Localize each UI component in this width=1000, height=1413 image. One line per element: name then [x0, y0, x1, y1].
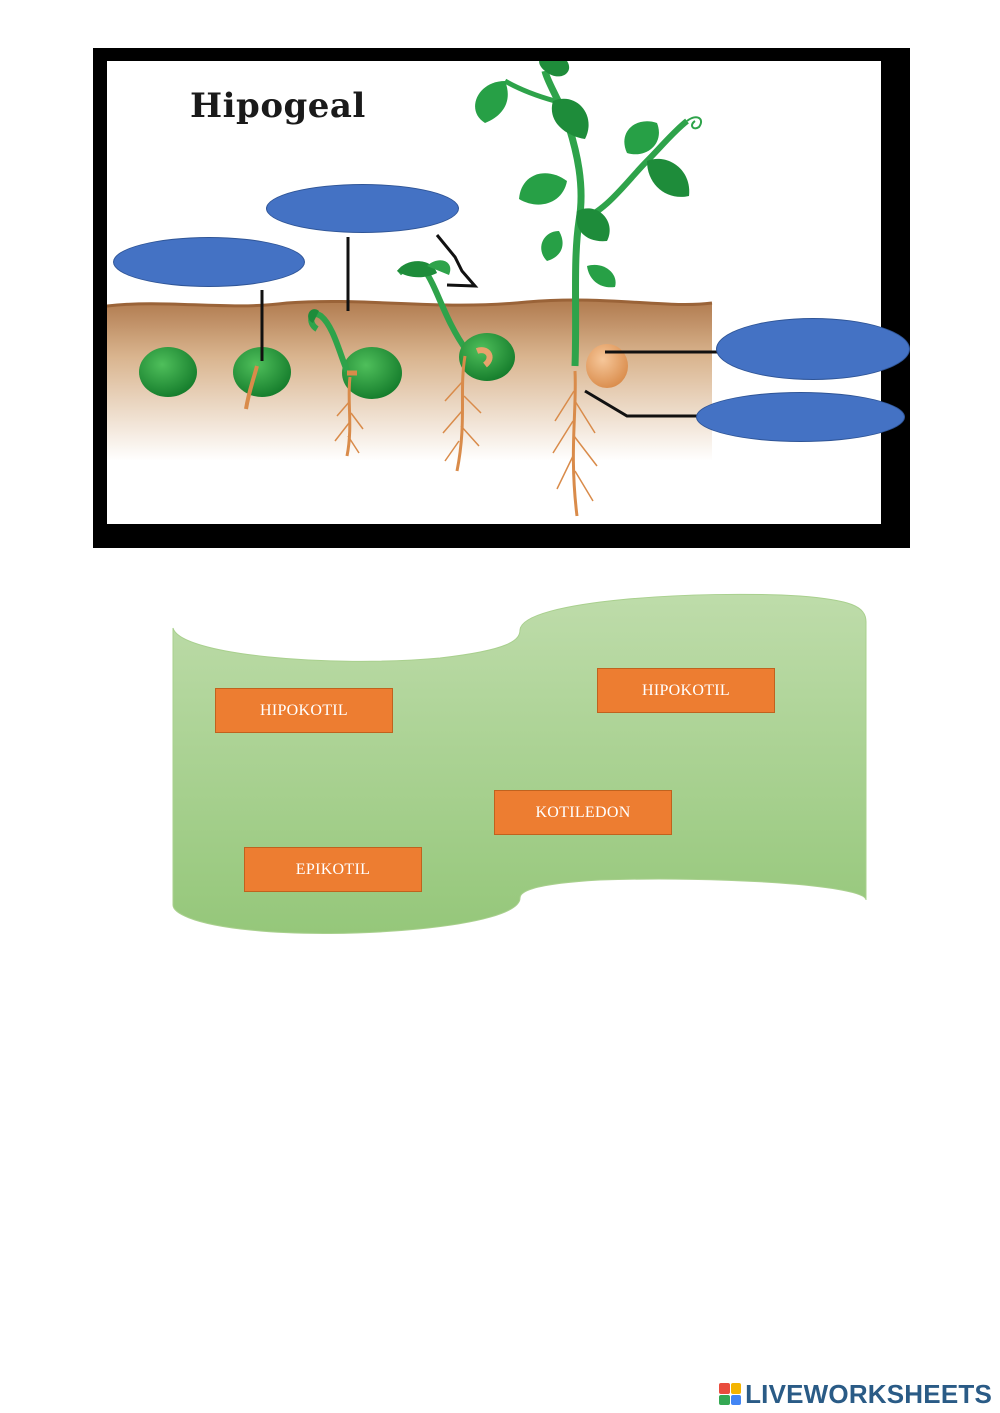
brand-name: LIVEWORKSHEETS	[745, 1378, 992, 1409]
answer-chip-kotiledon[interactable]: KOTILEDON	[494, 790, 672, 835]
label-drop-target-3[interactable]	[716, 318, 910, 380]
seed-stage-2	[233, 347, 291, 397]
cotyledon-shape	[586, 344, 628, 388]
label-drop-target-4[interactable]	[696, 392, 905, 442]
liveworksheets-logo: LIVEWORKSHEETS	[719, 1378, 992, 1410]
hypogeal-germination-drawing	[107, 61, 717, 517]
leader-line-5	[584, 389, 707, 418]
answer-chip-epikotil[interactable]: EPIKOTIL	[244, 847, 422, 892]
diagram-title: Hipogeal	[190, 86, 366, 126]
answer-chip-hipokotil-2[interactable]: HIPOKOTIL	[597, 668, 775, 713]
label-drop-target-2[interactable]	[266, 184, 459, 233]
seedling-stage-4	[397, 260, 515, 472]
plant-stage-5	[475, 61, 703, 517]
label-drop-target-1[interactable]	[113, 237, 305, 287]
leader-line-3	[435, 234, 479, 288]
soil-layer	[107, 299, 712, 461]
liveworksheets-mark-icon	[719, 1383, 742, 1405]
seed-stage-1	[139, 347, 197, 397]
seedling-stage-3	[308, 309, 402, 457]
germination-illustration	[107, 61, 881, 524]
answer-chip-hipokotil-1[interactable]: HIPOKOTIL	[215, 688, 393, 733]
